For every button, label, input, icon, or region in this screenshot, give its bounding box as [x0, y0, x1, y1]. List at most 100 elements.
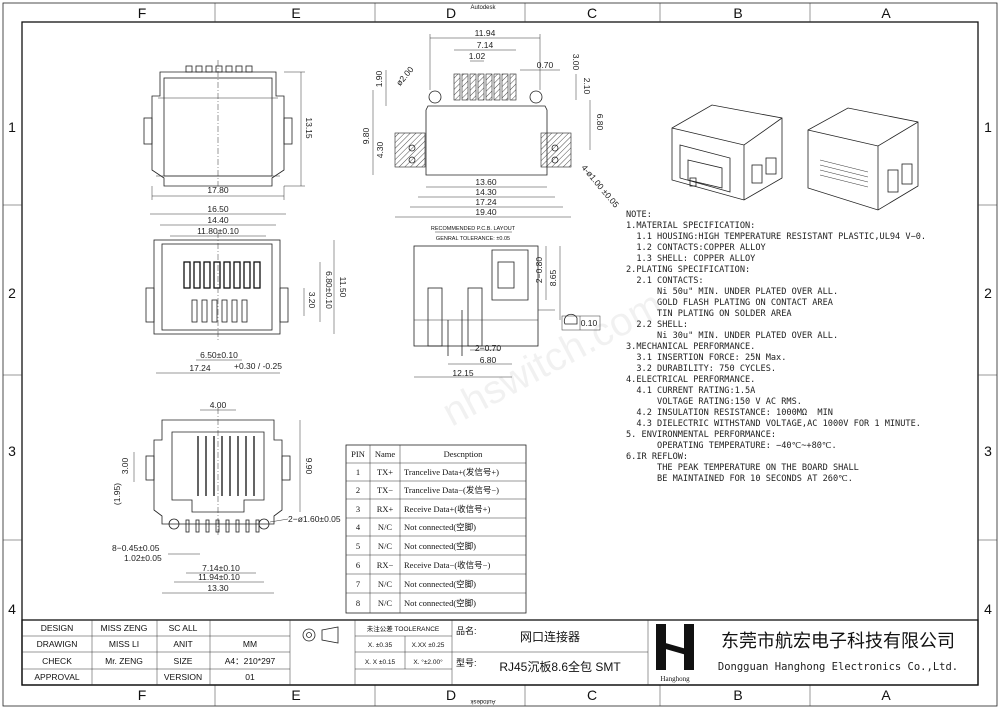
rear-view: 4.00 9.90 3.00 (1.95) 2−ø1.60±0.05 8−0.4…	[112, 400, 341, 594]
pin-row-7-desc: Not connected(空脚)	[404, 579, 476, 589]
autodesk-label-bottom: Autodesk	[469, 698, 495, 704]
dim-side-2-070: 2−0.70	[475, 343, 502, 353]
pin-table-header-pin: PIN	[351, 449, 365, 459]
pin-row-5-desc: Not connected(空脚)	[404, 541, 476, 551]
pin-row-6-pin: 6	[356, 560, 360, 570]
tb-design-label: DESIGN	[41, 623, 74, 633]
note-line: BE MAINTAINED FOR 10 SECONDS AT 260℃.	[626, 474, 853, 484]
dim-mid-16-50: 16.50	[207, 204, 229, 214]
dim-mid-17-24: 17.24	[189, 363, 211, 373]
pin-table: PIN Name Descnption 1 TX+ Trancelive Dat…	[345, 444, 527, 614]
note-line: 3.MECHANICAL PERFORMANCE.	[626, 342, 755, 352]
tb-approval-label: APPROVAL	[34, 672, 79, 682]
col-label-top-d: D	[446, 5, 456, 21]
pcb-layout-view: 11.94 7.14 1.02 0.70 3.00 2.10 6.80 1.90…	[361, 28, 621, 242]
dim-side-2-080: 2−0.80	[534, 257, 544, 284]
row-label-left-4: 4	[8, 601, 16, 617]
note-line: Ni 50u" MIN. UNDER PLATED OVER ALL.	[626, 287, 838, 297]
row-label-left-2: 2	[8, 285, 16, 301]
tb-size-value: A4：210*297	[225, 656, 276, 666]
note-line: TIN PLATING ON SOLDER AREA	[626, 309, 792, 319]
bottom-contact-view: 16.50 14.40 11.80±0.10 11.50 6.80±0.10 3…	[145, 204, 348, 374]
company-logo-icon: Hanghong	[656, 624, 694, 683]
tb-size-label: SIZE	[174, 656, 193, 666]
dim-bot-1-95: (1.95)	[112, 483, 122, 505]
pin-row-1-desc: Trancelive Data+(发信号+)	[404, 467, 499, 477]
note-line: 6.IR REFLOW:	[626, 452, 688, 462]
dim-front-width: 17.80	[207, 185, 229, 195]
pin-row-6-desc: Receive Data−(收信号−)	[404, 560, 490, 570]
pin-row-8-pin: 8	[356, 598, 360, 608]
dim-pcb-19-40: 19.40	[475, 207, 497, 217]
dim-bot-11-94: 11.94±0.10	[198, 572, 240, 582]
dim-pcb-6-80: 6.80	[595, 114, 605, 131]
dim-bot-1-02: 1.02±0.05	[124, 553, 162, 563]
tb-tol-2: X.XX ±0.25	[412, 642, 445, 649]
dim-bot-7-14: 7.14±0.10	[202, 563, 240, 573]
note-line: Ni 30u" MIN. UNDER PLATED OVER ALL.	[626, 331, 838, 341]
dim-mid-17-24-tol: +0.30 / -0.25	[234, 361, 282, 371]
company-name-cn: 东莞市航宏电子科技有限公司	[721, 631, 955, 651]
dim-bot-13-30: 13.30	[207, 583, 229, 593]
dim-pcb-11-94: 11.94	[475, 28, 496, 38]
note-line: NOTE:	[626, 210, 652, 220]
dim-front-height: 13.15	[304, 117, 314, 139]
pin-row-8-name: N/C	[378, 598, 393, 608]
col-label-bottom-b: B	[733, 687, 742, 703]
col-label-bottom-a: A	[881, 687, 891, 703]
col-label-top-a: A	[881, 5, 891, 21]
dim-bot-holes: 2−ø1.60±0.05	[288, 514, 341, 524]
dim-pcb-7-14: 7.14	[477, 40, 494, 50]
grid-ticks	[3, 3, 997, 706]
dim-mid-6-80: 6.80±0.10	[324, 271, 334, 309]
side-view: 2−0.80 8.65 0.10 2−0.70 6.80 12.15	[413, 245, 601, 378]
note-line: GOLD FLASH PLATING ON CONTACT AREA	[626, 298, 834, 308]
col-label-top-c: C	[587, 5, 597, 21]
dim-mid-11-80: 11.80±0.10	[197, 226, 239, 236]
tb-tol-title: 未注公差 TOOLERANCE	[367, 624, 440, 633]
company-name-en: Dongguan Hanghong Electronics Co.,Ltd.	[718, 661, 958, 673]
pin-row-4-desc: Not connected(空脚)	[404, 522, 476, 532]
dim-pcb-17-24: 17.24	[475, 197, 497, 207]
dim-pcb-0-70: 0.70	[537, 60, 554, 70]
pin-row-5-pin: 5	[356, 541, 360, 551]
pin-row-1-name: TX+	[377, 467, 393, 477]
iso-view-rear	[807, 107, 919, 211]
tb-check-value: Mr. ZENG	[105, 656, 143, 666]
tb-check-label: CHECK	[42, 656, 72, 666]
pin-row-5-name: N/C	[378, 541, 393, 551]
pin-row-4-name: N/C	[378, 522, 393, 532]
dim-pcb-13-60: 13.60	[475, 177, 497, 187]
note-line: 4.1 CURRENT RATING:1.5A	[626, 386, 756, 396]
projection-symbol-icon	[302, 626, 339, 644]
pin-row-2-name: TX−	[377, 485, 393, 495]
inner-frame	[21, 21, 979, 686]
row-label-right-1: 1	[984, 119, 992, 135]
iso-view-front	[671, 104, 783, 201]
pin-table-header-name: Name	[375, 449, 396, 459]
tb-version-value: 01	[245, 672, 255, 682]
dim-side-12-15: 12.15	[452, 368, 474, 378]
col-label-bottom-d: D	[446, 687, 456, 703]
row-label-left-1: 1	[8, 119, 16, 135]
dim-pcb-4-30: 4.30	[375, 141, 385, 158]
tb-xinghao-value: RJ45沉板8.6全包 SMT	[499, 659, 621, 674]
note-line: 2.PLATING SPECIFICATION:	[626, 265, 750, 275]
tb-pinming-value: 网口连接器	[520, 629, 580, 644]
row-label-right-2: 2	[984, 285, 992, 301]
note-line: 1.MATERIAL SPECIFICATION:	[626, 221, 755, 231]
autodesk-label-top: Autodesk	[470, 5, 496, 11]
tb-anit-label: ANIT	[173, 639, 192, 649]
col-label-bottom-e: E	[291, 687, 300, 703]
front-view: 13.15 17.80	[143, 60, 314, 200]
tb-tol-4: X. °±2.00°	[413, 658, 443, 666]
pin-row-7-pin: 7	[356, 579, 360, 589]
row-label-right-3: 3	[984, 443, 992, 459]
note-line: VOLTAGE RATING:150 V AC RMS.	[626, 397, 802, 407]
tb-tol-3: X. X ±0.15	[365, 659, 396, 666]
col-label-bottom-f: F	[138, 687, 147, 703]
pcb-tolerance: GENRAL TOLERANCE: ±0.05	[436, 236, 510, 242]
dim-pcb-1-90: 1.90	[374, 70, 384, 87]
pin-row-7-name: N/C	[378, 579, 393, 589]
